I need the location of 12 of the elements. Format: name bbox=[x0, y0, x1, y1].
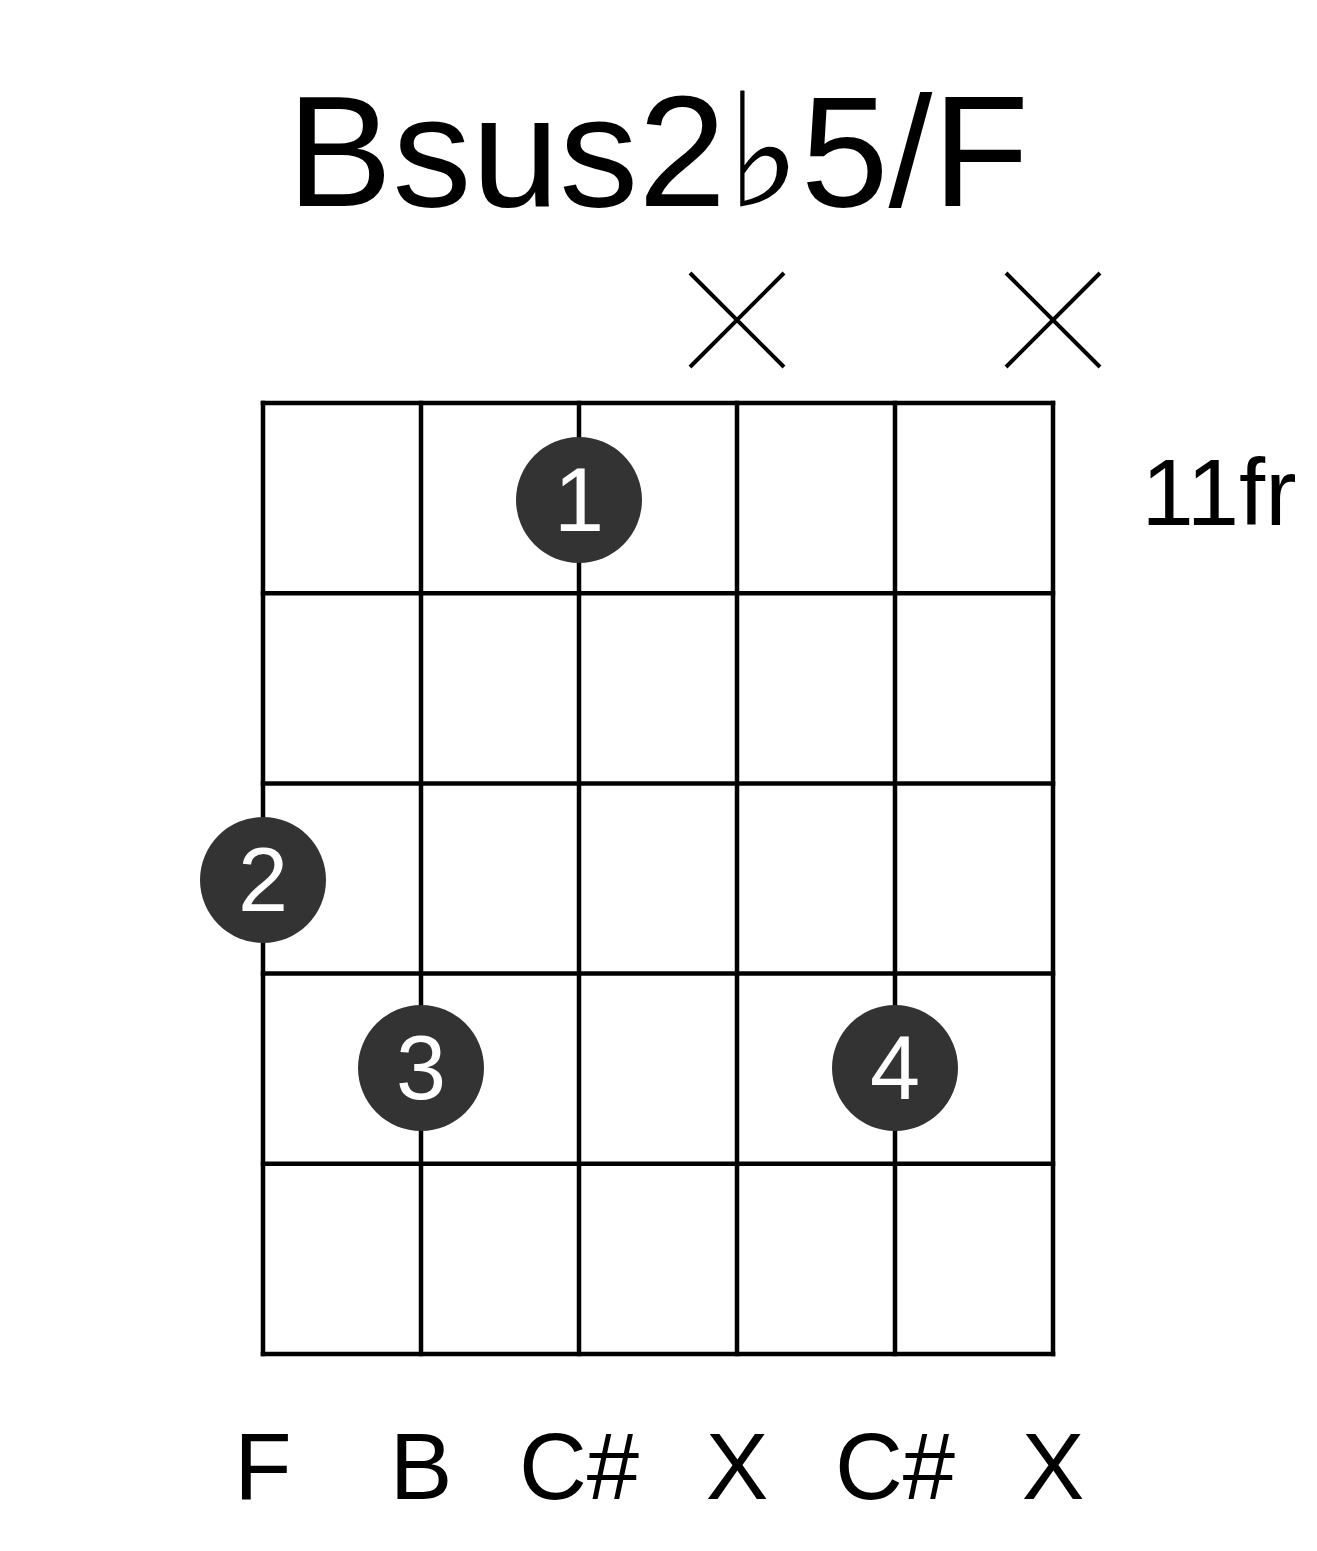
string-note-label: X bbox=[705, 1420, 769, 1514]
finger-number: 3 bbox=[395, 1023, 447, 1113]
string-note-label: C# bbox=[834, 1420, 956, 1514]
fret-position-label: 11fr bbox=[1141, 446, 1297, 540]
string-note-label: X bbox=[1021, 1420, 1085, 1514]
finger-number: 4 bbox=[869, 1023, 921, 1113]
string-note-label: C# bbox=[518, 1420, 640, 1514]
finger-number: 2 bbox=[237, 835, 289, 925]
string-note-label: B bbox=[389, 1420, 453, 1514]
finger-number: 1 bbox=[553, 455, 605, 545]
chord-title: Bsus2♭5/F bbox=[287, 72, 1029, 230]
string-note-label: F bbox=[234, 1420, 292, 1514]
